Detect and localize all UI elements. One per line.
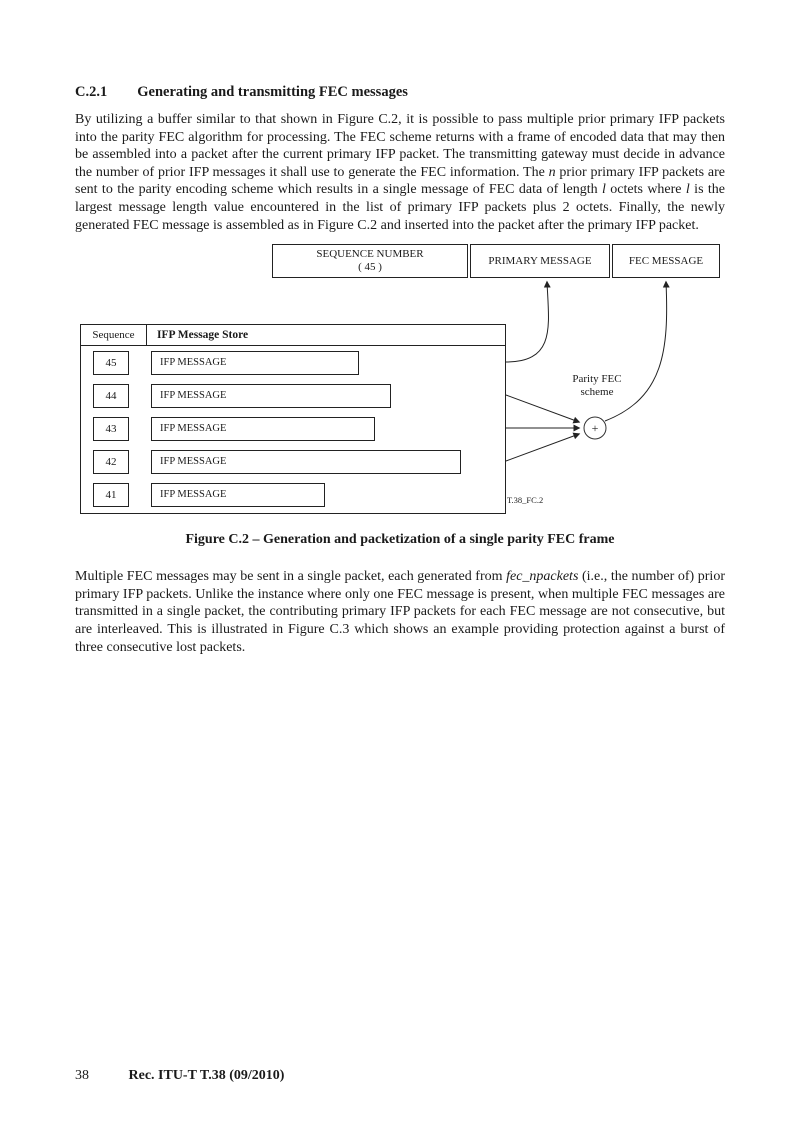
- paragraph-1-text: is the largest message length value enco…: [75, 182, 725, 233]
- packet-sequence-number-box: SEQUENCE NUMBER ( 45 ): [272, 244, 468, 279]
- section-number: C.2.1: [75, 84, 108, 100]
- paragraph-1-text: By utilizing a buffer similar to that sh…: [75, 112, 725, 180]
- packet-fec-message-box: FEC MESSAGE: [612, 244, 720, 279]
- plus-symbol: +: [592, 421, 599, 435]
- arrow-to-primary-message: [505, 280, 551, 363]
- ifp-message-box: IFP MESSAGE: [151, 417, 375, 442]
- ifp-message-box: IFP MESSAGE: [151, 351, 359, 376]
- paragraph-1-text: prior primary IFP packets are sent to th…: [75, 164, 725, 198]
- figure-c2-diagram: + SEQUENCE NUMBER ( 45 ) PRIMARY MESSAGE…: [0, 242, 800, 520]
- variable-l: l: [602, 182, 606, 198]
- paragraph-1: By utilizing a buffer similar to that sh…: [75, 111, 725, 234]
- ifp-message-store: Sequence IFP Message Store 45 IFP MESSAG…: [80, 324, 506, 515]
- parity-label-line1: Parity FEC: [572, 373, 622, 386]
- arrow-to-fec-message: [604, 280, 670, 422]
- sequence-cell: 41: [93, 483, 129, 508]
- sequence-number-label: SEQUENCE NUMBER: [316, 248, 424, 261]
- sequence-cell: 43: [93, 417, 129, 442]
- paragraph-2-text: (i.e., the number of) prior primary IFP …: [75, 569, 725, 655]
- document-reference: Rec. ITU-T T.38 (09/2010): [128, 1068, 285, 1083]
- paragraph-1-text: octets where: [605, 182, 686, 198]
- sequence-cell: 44: [93, 384, 129, 409]
- sequence-number-value: ( 45 ): [358, 261, 382, 274]
- paragraph-2: Multiple FEC messages may be sent in a s…: [75, 568, 725, 656]
- store-header-sequence: Sequence: [81, 325, 147, 346]
- ifp-message-box: IFP MESSAGE: [151, 450, 461, 475]
- parity-fec-scheme-label: Parity FEC scheme: [552, 373, 642, 399]
- ifp-message-box: IFP MESSAGE: [151, 483, 325, 508]
- paragraph-2-text: Multiple FEC messages may be sent in a s…: [75, 569, 507, 585]
- sequence-cell: 42: [93, 450, 129, 475]
- figure-caption: Figure C.2 – Generation and packetizatio…: [185, 532, 615, 548]
- variable-fec-npackets: fec_npackets: [506, 569, 579, 585]
- section-title: Generating and transmitting FEC messages: [137, 84, 408, 100]
- arrow-to-parity: [505, 432, 581, 462]
- variable-n: n: [548, 164, 556, 180]
- figure-identifier: T.38_FC.2: [507, 495, 544, 506]
- parity-adder-circle: [583, 416, 607, 440]
- parity-label-line2: scheme: [580, 386, 614, 399]
- store-header: Sequence IFP Message Store: [81, 325, 505, 347]
- arrow-to-parity: [505, 394, 581, 424]
- packet-primary-message-box: PRIMARY MESSAGE: [470, 244, 610, 279]
- variable-l: l: [685, 182, 690, 198]
- page-content: C.2.1 Generating and transmitting FEC me…: [0, 84, 800, 656]
- page-footer: 38 Rec. ITU-T T.38 (09/2010): [75, 1068, 284, 1084]
- section-heading: C.2.1 Generating and transmitting FEC me…: [75, 84, 725, 101]
- page-number: 38: [75, 1068, 89, 1083]
- ifp-message-box: IFP MESSAGE: [151, 384, 391, 409]
- store-header-title: IFP Message Store: [157, 329, 249, 342]
- sequence-cell: 45: [93, 351, 129, 376]
